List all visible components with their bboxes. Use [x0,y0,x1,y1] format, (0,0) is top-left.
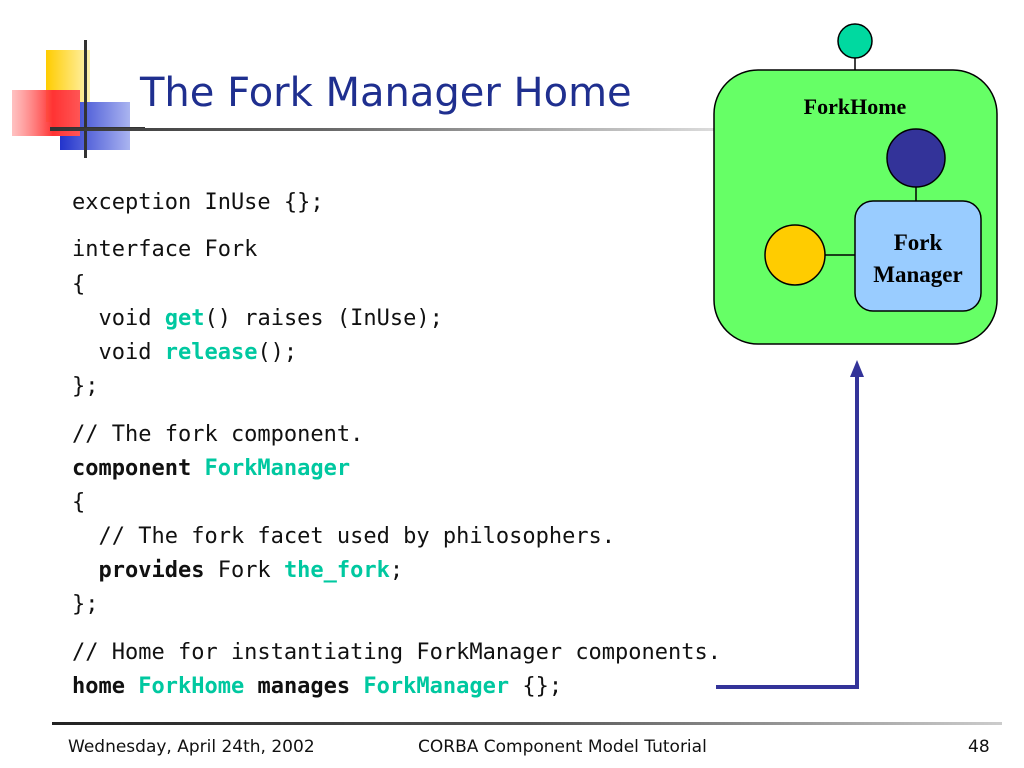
code-line: { [72,272,86,297]
home-name: ForkHome [138,674,245,699]
code-line: component ForkManager [72,456,351,481]
code-line: home ForkHome manages ForkManager {}; [72,674,563,699]
receptacle-port-icon [764,224,826,286]
title-divider [50,128,720,131]
code-line: { [72,490,86,515]
code-line: }; [72,374,99,399]
footer-title: CORBA Component Model Tutorial [418,737,707,757]
slide-logo [12,40,145,158]
method-release: release [164,340,258,365]
code-line: exception InUse {}; [72,190,324,215]
fork-manager-label: Fork Manager [873,230,963,287]
fork-manager-box [854,200,982,312]
page-number: 48 [968,737,990,757]
code-line: provides Fork the_fork; [72,558,404,583]
home-port-icon [837,23,873,59]
managed-component-name: ForkManager [363,674,510,699]
code-line: void release(); [72,340,298,365]
facet-name: the_fork [283,558,390,583]
footer-date: Wednesday, April 24th, 2002 [68,737,315,757]
facet-port-icon [886,128,946,188]
slide-title: The Fork Manager Home [140,70,632,116]
component-name: ForkManager [204,456,351,481]
code-line: interface Fork [72,237,258,262]
arrow-connector [716,375,859,689]
code-line: void get() raises (InUse); [72,306,443,331]
fork-home-label: ForkHome [803,94,907,119]
component-diagram [713,23,998,689]
footer-divider [52,722,1002,725]
code-comment: // The fork component. [72,422,364,447]
code-comment: // Home for instantiating ForkManager co… [72,640,722,665]
code-line: }; [72,592,99,617]
arrow-head [850,360,864,377]
code-comment: // The fork facet used by philosophers. [72,524,616,549]
method-get: get [164,306,205,331]
